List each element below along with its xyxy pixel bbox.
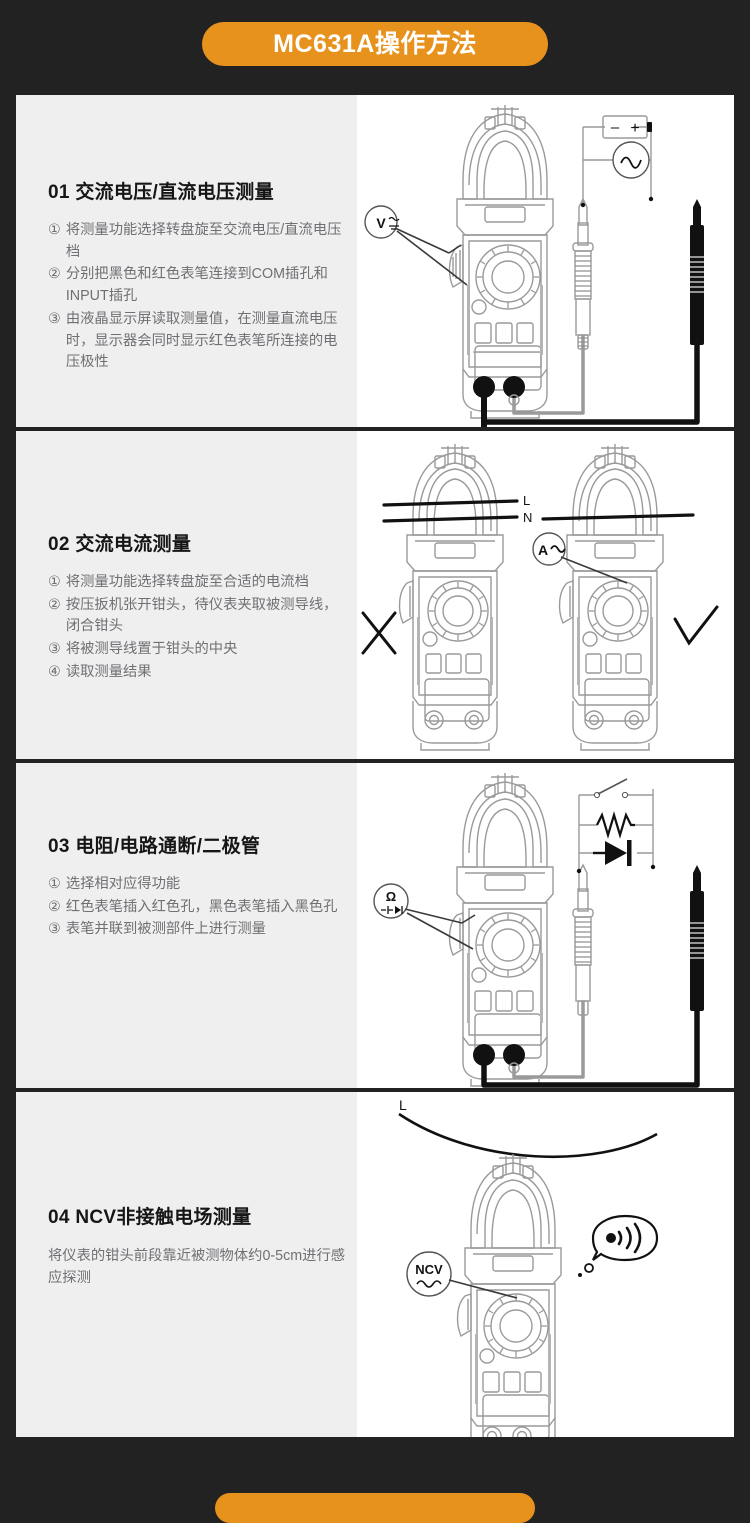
section-02-step-4: ④ 读取测量结果: [48, 662, 347, 684]
step-marker: ②: [48, 897, 61, 919]
section-02-illustration: L N: [357, 431, 734, 759]
section-03-text-column: 03 电阻/电路通断/二极管 ① 选择相对应得功能 ② 红色表笔插入红色孔，黑色…: [16, 763, 357, 1088]
section-04-body: 将仪表的钳头前段靠近被测物体约0-5cm进行感应探测: [48, 1245, 347, 1289]
battery-minus-label: –: [611, 119, 620, 136]
step-marker: ①: [48, 874, 61, 896]
section-01-step-3: ③ 由液晶显示屏读取测量值，在测量直流电压时，显示器会同时显示红色表笔所连接的电…: [48, 309, 347, 374]
switch-symbol: [594, 779, 627, 798]
ncv-label: NCV: [415, 1262, 443, 1277]
ncv-diagram: L: [357, 1092, 734, 1437]
callout-voltage: V: [365, 206, 467, 285]
mark-incorrect-icon: [363, 613, 395, 653]
step-text: 将测量功能选择转盘旋至合适的电流档: [66, 572, 347, 594]
white-lead-path: [514, 1001, 583, 1077]
overhead-wire: [399, 1114, 657, 1157]
svg-text:A: A: [538, 542, 548, 558]
current-measure-diagram: L N: [357, 431, 734, 759]
probe-white: [573, 865, 593, 1015]
resistance-diode-diagram: Ω: [357, 763, 734, 1088]
svg-text:V: V: [376, 215, 386, 231]
section-panel-04: 04 NCV非接触电场测量 将仪表的钳头前段靠近被测物体约0-5cm进行感应探测…: [16, 1092, 734, 1437]
step-marker: ③: [48, 919, 61, 941]
step-marker: ①: [48, 572, 61, 594]
page-title: MC631A操作方法: [273, 32, 477, 57]
step-marker: ②: [48, 595, 61, 638]
title-pill: MC631A操作方法: [202, 22, 548, 66]
step-marker: ③: [48, 639, 61, 661]
test-circuit-group: [577, 779, 655, 873]
step-text: 将被测导线置于钳头的中央: [66, 639, 347, 661]
ac-source-symbol: [613, 142, 649, 178]
clamp-meter-wrong: [400, 444, 503, 750]
section-03-heading: 03 电阻/电路通断/二极管: [48, 831, 347, 858]
section-04-heading: 04 NCV非接触电场测量: [48, 1202, 347, 1229]
section-02-heading: 02 交流电流测量: [48, 529, 347, 556]
diode-symbol: [593, 840, 632, 866]
step-marker: ②: [48, 264, 61, 307]
omega-symbol: Ω: [386, 889, 396, 904]
voltage-measure-diagram: V: [357, 95, 734, 427]
step-text: 分别把黑色和红色表笔连接到COM插孔和INPUT插孔: [66, 264, 347, 307]
wire-label-N: N: [523, 510, 532, 525]
section-02-text-column: 02 交流电流测量 ① 将测量功能选择转盘旋至合适的电流档 ② 按压扳机张开钳头…: [16, 431, 357, 759]
step-text: 读取测量结果: [66, 662, 347, 684]
section-02-step-3: ③ 将被测导线置于钳头的中央: [48, 639, 347, 661]
section-01-heading: 01 交流电压/直流电压测量: [48, 177, 347, 204]
wire-label-L: L: [523, 493, 530, 508]
mark-correct-icon: [675, 607, 717, 643]
signal-bubble-icon: [578, 1216, 657, 1277]
step-marker: ④: [48, 662, 61, 684]
section-01-illustration: V: [357, 95, 734, 427]
resistor-symbol: [597, 815, 635, 835]
probe-black: [690, 199, 704, 345]
step-text: 由液晶显示屏读取测量值，在测量直流电压时，显示器会同时显示红色表笔所连接的电压极…: [66, 309, 347, 374]
step-marker: ③: [48, 309, 61, 374]
step-text: 将测量功能选择转盘旋至交流电压/直流电压档: [66, 220, 347, 263]
section-01-step-1: ① 将测量功能选择转盘旋至交流电压/直流电压档: [48, 220, 347, 263]
header: MC631A操作方法: [0, 0, 750, 88]
section-03-step-3: ③ 表笔并联到被测部件上进行测量: [48, 919, 347, 941]
step-text: 选择相对应得功能: [66, 874, 347, 896]
wire-label-L: L: [399, 1097, 407, 1113]
step-marker: ①: [48, 220, 61, 263]
bottom-accent-pill: [215, 1493, 535, 1523]
section-04-text-column: 04 NCV非接触电场测量 将仪表的钳头前段靠近被测物体约0-5cm进行感应探测: [16, 1092, 357, 1437]
step-text: 按压扳机张开钳头，待仪表夹取被测导线，闭合钳头: [66, 595, 347, 638]
section-panel-01: 01 交流电压/直流电压测量 ① 将测量功能选择转盘旋至交流电压/直流电压档 ②…: [16, 95, 734, 427]
section-03-illustration: Ω: [357, 763, 734, 1088]
clamp-meter-illustration: [450, 773, 553, 1086]
circuit-source-group: – +: [581, 116, 653, 207]
step-text: 红色表笔插入红色孔，黑色表笔插入黑色孔: [66, 897, 347, 919]
callout-ncv: NCV: [407, 1252, 517, 1298]
step-text: 表笔并联到被测部件上进行测量: [66, 919, 347, 941]
section-04-illustration: L: [357, 1092, 734, 1437]
wire-single: [543, 515, 693, 519]
section-01-text-column: 01 交流电压/直流电压测量 ① 将测量功能选择转盘旋至交流电压/直流电压档 ②…: [16, 95, 357, 427]
section-03-step-2: ② 红色表笔插入红色孔，黑色表笔插入黑色孔: [48, 897, 347, 919]
clamp-meter-correct: [560, 444, 663, 750]
section-03-step-1: ① 选择相对应得功能: [48, 874, 347, 896]
white-lead-path: [514, 335, 583, 413]
probe-white: [573, 199, 593, 349]
section-02-step-1: ① 将测量功能选择转盘旋至合适的电流档: [48, 572, 347, 594]
clamp-meter-illustration: [450, 105, 553, 418]
section-panel-03: 03 电阻/电路通断/二极管 ① 选择相对应得功能 ② 红色表笔插入红色孔，黑色…: [16, 763, 734, 1088]
section-panel-02: 02 交流电流测量 ① 将测量功能选择转盘旋至合适的电流档 ② 按压扳机张开钳头…: [16, 431, 734, 759]
probe-black: [690, 865, 704, 1011]
battery-plus-label: +: [630, 120, 639, 137]
section-02-step-2: ② 按压扳机张开钳头，待仪表夹取被测导线，闭合钳头: [48, 595, 347, 638]
section-01-step-2: ② 分别把黑色和红色表笔连接到COM插孔和INPUT插孔: [48, 264, 347, 307]
